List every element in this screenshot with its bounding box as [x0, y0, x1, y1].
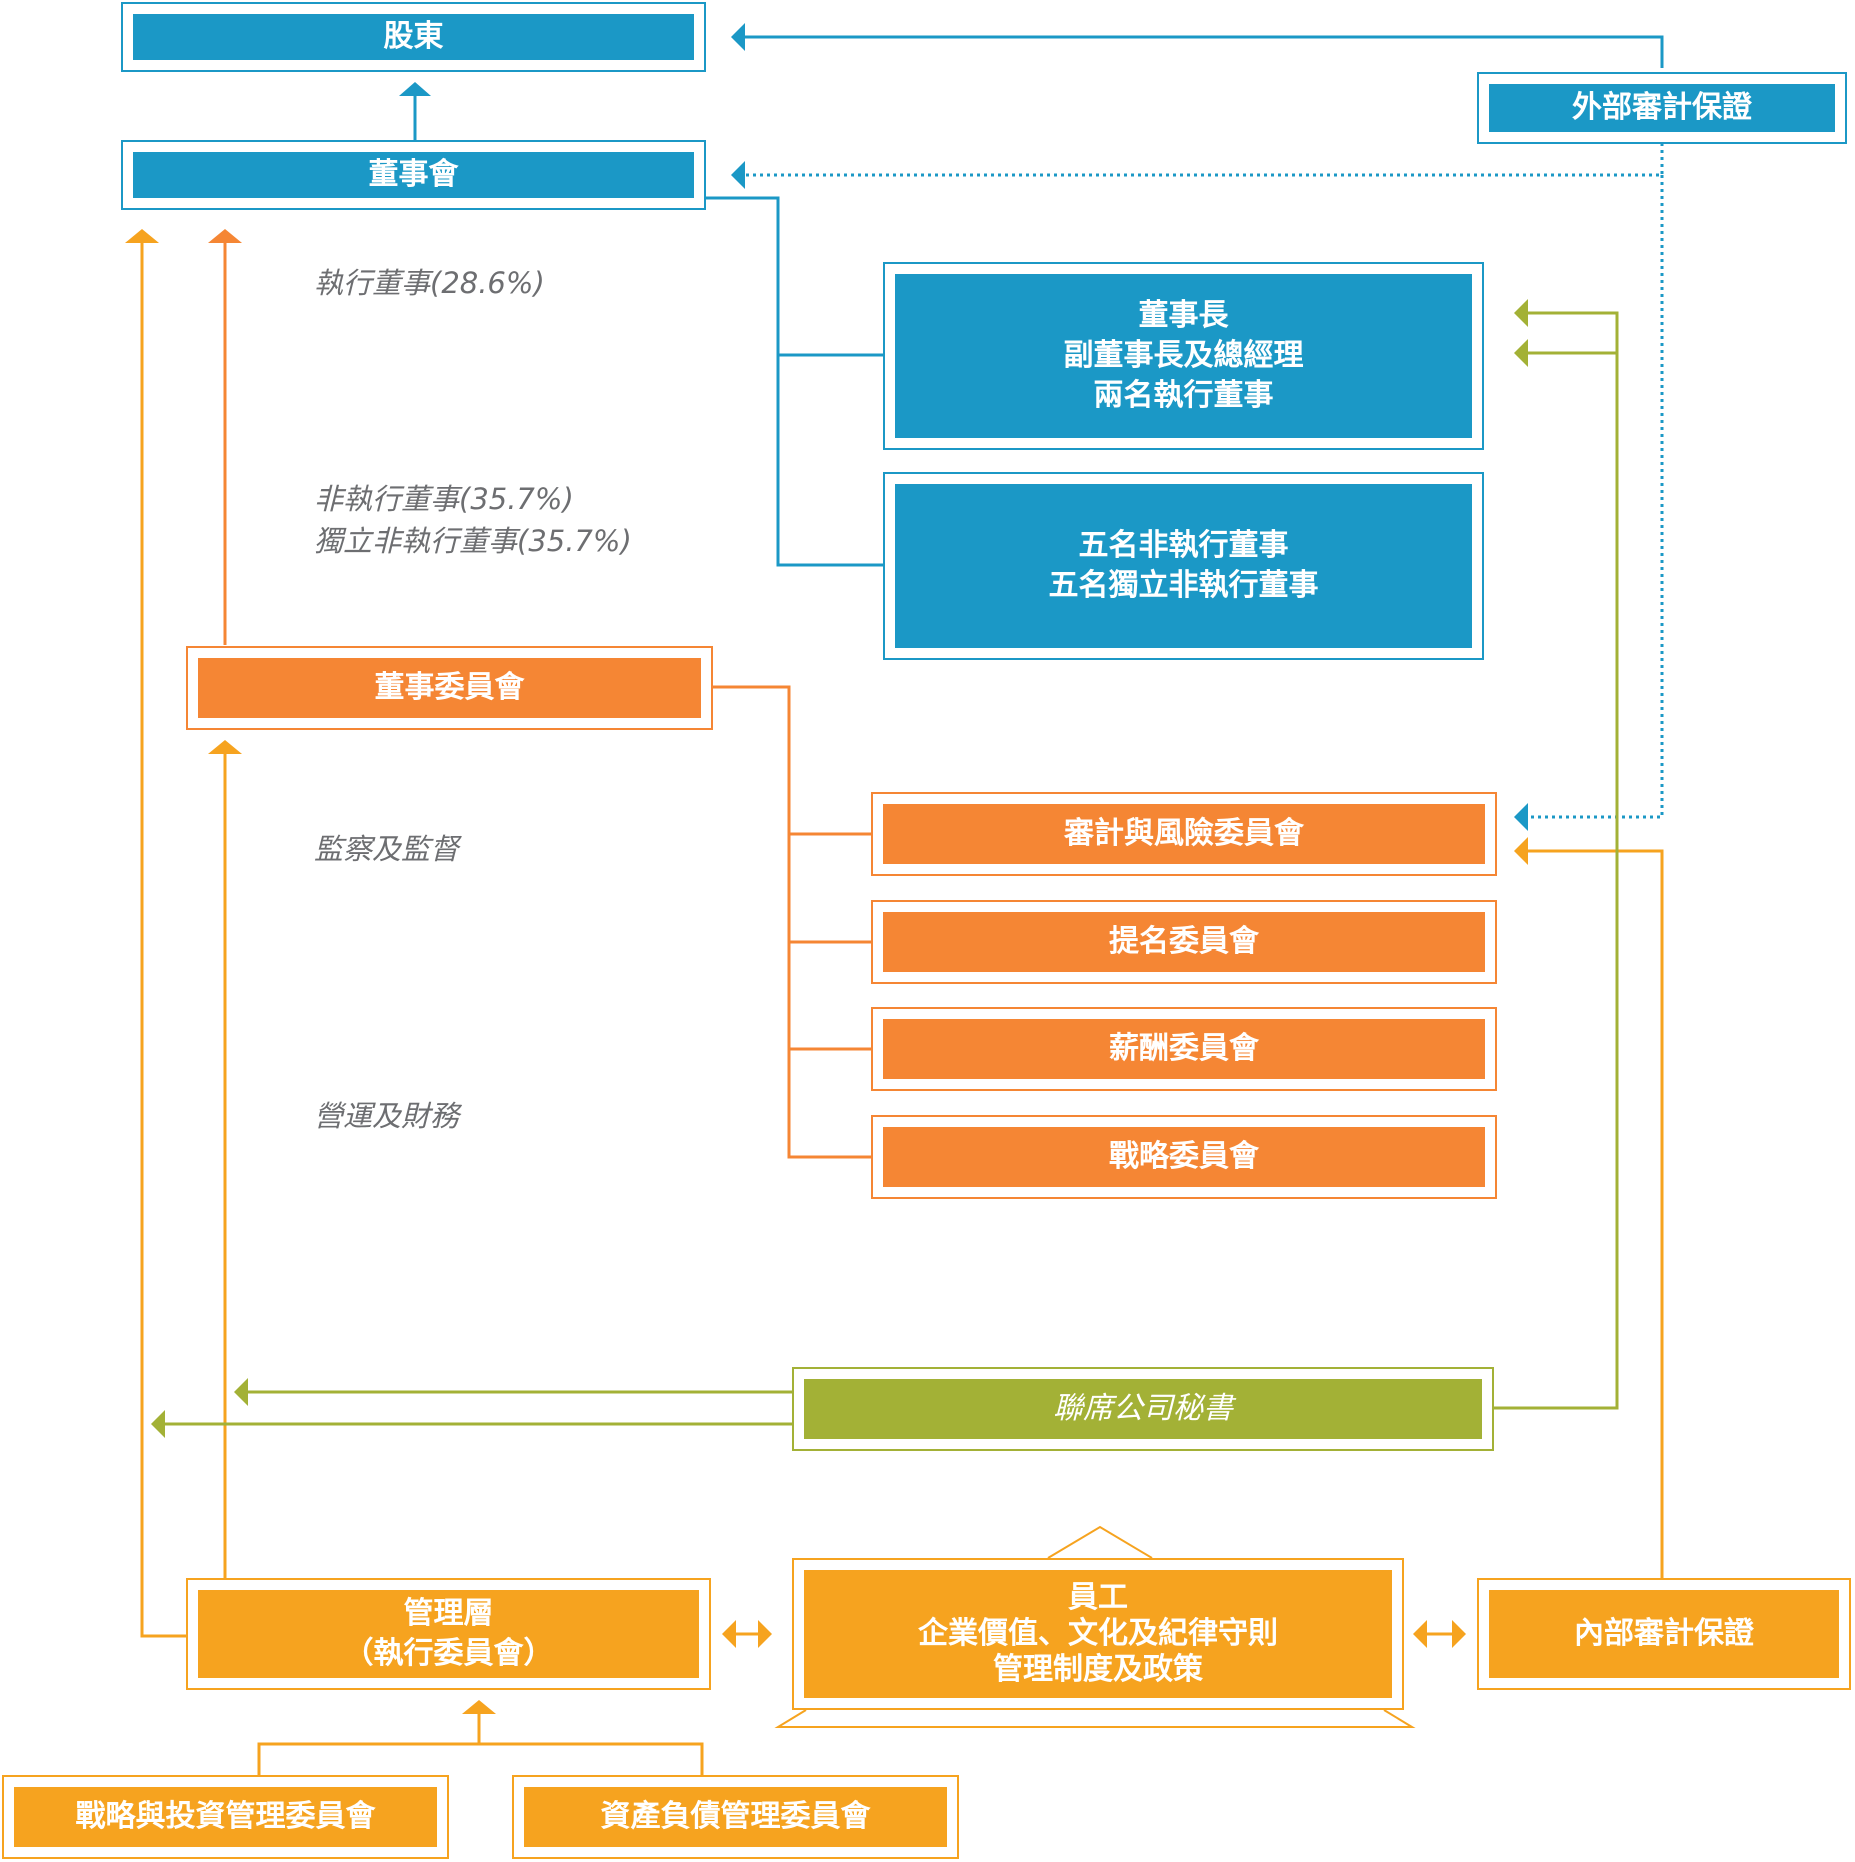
arrowhead-board-green — [151, 1410, 165, 1438]
alm-committee-box: 資產負債管理委員會 — [512, 1775, 959, 1859]
committees-bracket — [713, 685, 871, 1159]
board-label: 董事會 — [368, 157, 459, 192]
arrowhead-management-up — [462, 1700, 496, 1714]
employees-line-2: 企業價值、文化及紀律守則 — [918, 1616, 1278, 1651]
arrowhead-committees-amber — [208, 740, 242, 754]
nomination-committee-box: 提名委員會 — [871, 900, 1497, 984]
audit-risk-committee-label: 審計與風險委員會 — [1064, 816, 1304, 851]
board-committees-box: 董事委員會 — [186, 646, 713, 730]
joint-company-secretaries-label: 聯席公司秘書 — [1053, 1391, 1233, 1426]
exec-ratio-text: 執行董事(28.6%) — [314, 266, 545, 300]
arrowhead-board-dotted — [731, 161, 745, 189]
employees-line-3: 管理制度及政策 — [993, 1652, 1203, 1687]
external-audit-label: 外部審計保證 — [1572, 90, 1752, 125]
strategy-committee-label: 戰略委員會 — [1109, 1139, 1259, 1174]
arrowhead-link-left-2 — [1413, 1620, 1427, 1648]
arrowhead-audit-committee-dotted — [1514, 803, 1528, 831]
arrowhead-link-left-1 — [722, 1620, 736, 1648]
arrowhead-link-right-2 — [1452, 1620, 1466, 1648]
external-audit-box: 外部審計保證 — [1477, 72, 1847, 144]
exec-directors-line-1: 董事長 — [1138, 298, 1229, 333]
arrowhead-exec-directors-green-2 — [1514, 339, 1528, 367]
alm-committee-label: 資產負債管理委員會 — [600, 1799, 871, 1834]
arrowhead-committees-green — [234, 1378, 248, 1406]
management-box: 管理層 （執行委員會） — [186, 1578, 711, 1690]
operations-finance-text: 營運及財務 — [314, 1099, 460, 1133]
remuneration-committee-box: 薪酬委員會 — [871, 1007, 1497, 1091]
strategy-investment-committee-label: 戰略與投資管理委員會 — [75, 1799, 376, 1834]
employees-line-1: 員工 — [1068, 1580, 1128, 1615]
management-line-1: 管理層 — [403, 1596, 494, 1631]
arrowhead-board-up — [399, 82, 431, 96]
arrowhead-board-orange — [208, 229, 242, 243]
arrowhead-link-right-1 — [758, 1620, 772, 1648]
non-exec-directors-line-2: 五名獨立非執行董事 — [1048, 568, 1319, 603]
joint-company-secretaries-box: 聯席公司秘書 — [792, 1367, 1494, 1451]
management-line-2: （執行委員會） — [343, 1636, 554, 1671]
exec-directors-line-3: 兩名執行董事 — [1093, 378, 1274, 413]
supervision-caption: 監察及監督 — [314, 828, 459, 870]
internal-audit-label: 內部審計保證 — [1574, 1616, 1754, 1651]
exec-directors-box: 董事長 副董事長及總經理 兩名執行董事 — [883, 262, 1484, 450]
exec-ratio-caption: 執行董事(28.6%) — [314, 262, 545, 304]
strategy-committee-box: 戰略委員會 — [871, 1115, 1497, 1199]
internal-audit-to-audit-committee-line — [1528, 849, 1664, 1578]
arrowhead-audit-committee-amber — [1514, 837, 1528, 865]
remuneration-committee-label: 薪酬委員會 — [1109, 1031, 1259, 1066]
secretary-to-exec-directors-line — [1494, 311, 1619, 1410]
shareholders-label: 股東 — [383, 19, 444, 54]
board-box: 董事會 — [121, 140, 706, 210]
arrowhead-exec-directors-green-1 — [1514, 299, 1528, 327]
supervision-text: 監察及監督 — [314, 832, 460, 866]
ined-ratio-text: 獨立非執行董事(35.7%) — [314, 524, 632, 558]
operations-finance-caption: 營運及財務 — [314, 1095, 459, 1137]
management-to-board-line — [140, 243, 186, 1638]
exec-directors-line-2: 副董事長及總經理 — [1063, 338, 1304, 373]
arrowhead-shareholders — [731, 23, 745, 51]
non-exec-ratio-caption: 非執行董事(35.7%) 獨立非執行董事(35.7%) — [314, 478, 632, 562]
audit-risk-committee-box: 審計與風險委員會 — [871, 792, 1497, 876]
non-exec-directors-box: 五名非執行董事 五名獨立非執行董事 — [883, 472, 1484, 660]
non-exec-directors-line-1: 五名非執行董事 — [1078, 528, 1289, 563]
strategy-investment-committee-box: 戰略與投資管理委員會 — [2, 1775, 449, 1859]
employees-box: 員工 企業價值、文化及紀律守則 管理制度及政策 — [792, 1558, 1404, 1710]
external-audit-to-shareholders-line — [735, 35, 1664, 68]
board-to-directors-bracket — [705, 196, 883, 567]
board-committees-label: 董事委員會 — [374, 670, 525, 705]
shareholders-box: 股東 — [121, 2, 706, 72]
nomination-committee-label: 提名委員會 — [1109, 924, 1259, 959]
arrowhead-board-amber — [125, 229, 159, 243]
internal-audit-box: 內部審計保證 — [1477, 1578, 1851, 1690]
non-exec-ratio-text: 非執行董事(35.7%) — [314, 482, 574, 516]
